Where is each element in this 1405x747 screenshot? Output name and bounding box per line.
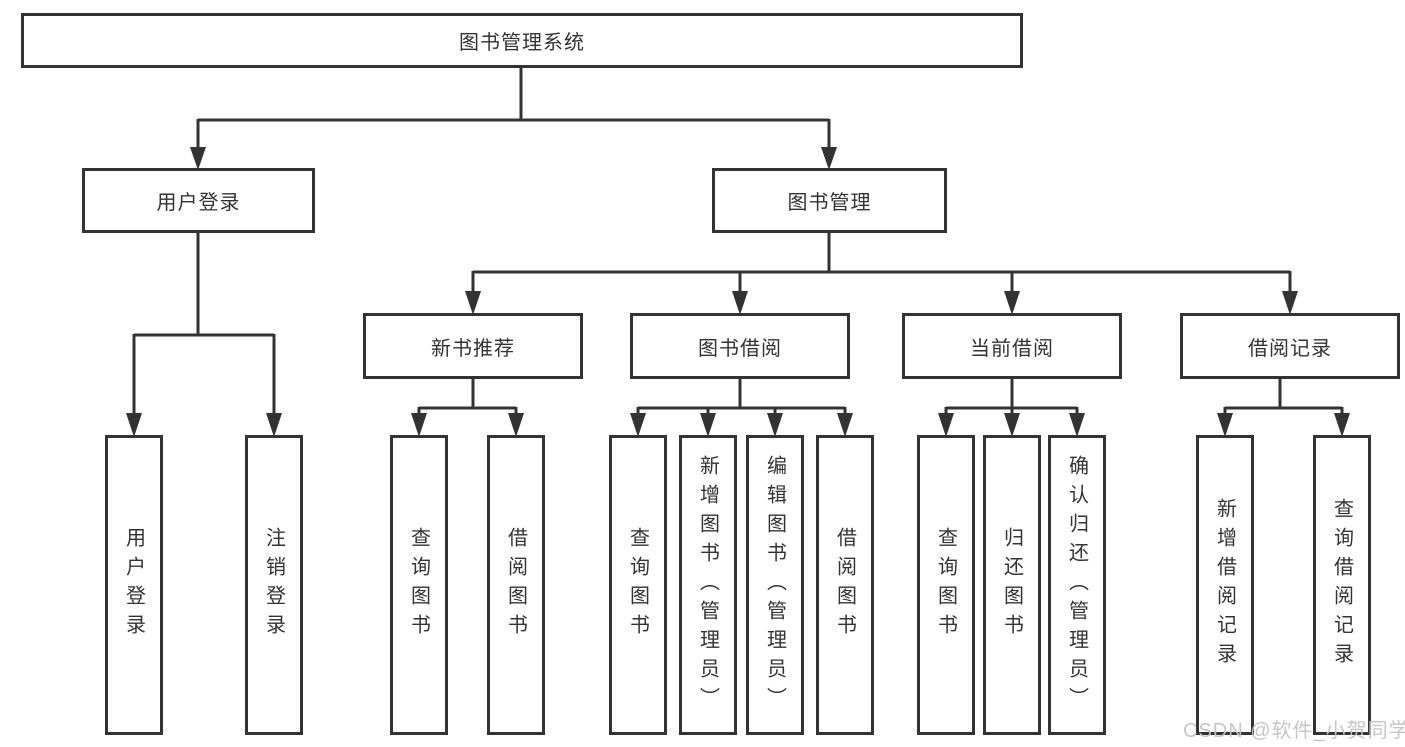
- edge-currentborrow-split: [944, 379, 1079, 416]
- leaf-query-books-borrow: 查询图书: [609, 435, 667, 735]
- leaf-borrow-books-recommend: 借阅图书: [487, 435, 545, 735]
- csdn-watermark: CSDN @软件_小贺同学: [1183, 720, 1405, 742]
- leaf-label: 查询图书: [407, 527, 430, 643]
- node-new-book-recommend: 新书推荐: [363, 313, 583, 379]
- node-book-borrow: 图书借阅: [630, 313, 850, 379]
- node-label: 新书推荐: [431, 337, 515, 360]
- leaf-label: 新增借阅记录: [1213, 498, 1236, 672]
- node-label: 图书借阅: [698, 337, 782, 360]
- leaf-label: 借阅图书: [833, 527, 856, 643]
- edge-bookborrow-split: [636, 379, 847, 416]
- leaf-label: 借阅图书: [504, 527, 527, 643]
- edge-userlogin-split: [132, 232, 276, 416]
- node-user-login: 用户登录: [82, 168, 315, 233]
- leaf-borrow-books: 借阅图书: [816, 435, 874, 735]
- node-label: 用户登录: [156, 192, 241, 214]
- leaf-add-book-admin: 新增图书（管理员）: [679, 435, 737, 735]
- leaf-label: 编辑图书（管理员）: [763, 454, 786, 716]
- node-borrow-records: 借阅记录: [1180, 313, 1400, 379]
- leaf-label: 归还图书: [1000, 527, 1023, 643]
- node-current-borrow: 当前借阅: [902, 313, 1122, 379]
- leaf-user-login: 用户登录: [105, 435, 163, 735]
- edge-root-split: [196, 68, 831, 150]
- node-book-management: 图书管理: [712, 168, 947, 233]
- leaf-label: 确认归还（管理员）: [1065, 454, 1088, 716]
- leaf-label: 注销登录: [262, 527, 285, 643]
- leaf-label: 查询图书: [626, 527, 649, 643]
- leaf-logout: 注销登录: [245, 435, 303, 735]
- arrowheads: [126, 147, 1350, 437]
- leaf-confirm-return-admin: 确认归还（管理员）: [1048, 435, 1106, 735]
- edge-borrowrecords-split: [1223, 379, 1344, 416]
- leaf-query-books-recommend: 查询图书: [390, 435, 448, 735]
- node-label: 图书管理系统: [459, 32, 585, 54]
- leaf-label: 查询图书: [934, 527, 957, 643]
- leaf-query-borrow-record: 查询借阅记录: [1313, 435, 1371, 735]
- leaf-edit-book-admin: 编辑图书（管理员）: [746, 435, 804, 735]
- node-label: 借阅记录: [1248, 337, 1332, 360]
- leaf-label: 查询借阅记录: [1330, 498, 1353, 672]
- leaf-add-borrow-record: 新增借阅记录: [1196, 435, 1254, 735]
- node-root-library-system: 图书管理系统: [21, 13, 1023, 68]
- edge-bookmgmt-split: [471, 233, 1292, 293]
- leaf-query-books-current: 查询图书: [917, 435, 975, 735]
- leaf-return-book: 归还图书: [983, 435, 1041, 735]
- leaf-label: 用户登录: [122, 527, 145, 643]
- leaf-label: 新增图书（管理员）: [696, 454, 719, 716]
- edge-newbook-split: [417, 379, 518, 416]
- node-label: 当前借阅: [970, 337, 1054, 360]
- node-label: 图书管理: [787, 192, 872, 214]
